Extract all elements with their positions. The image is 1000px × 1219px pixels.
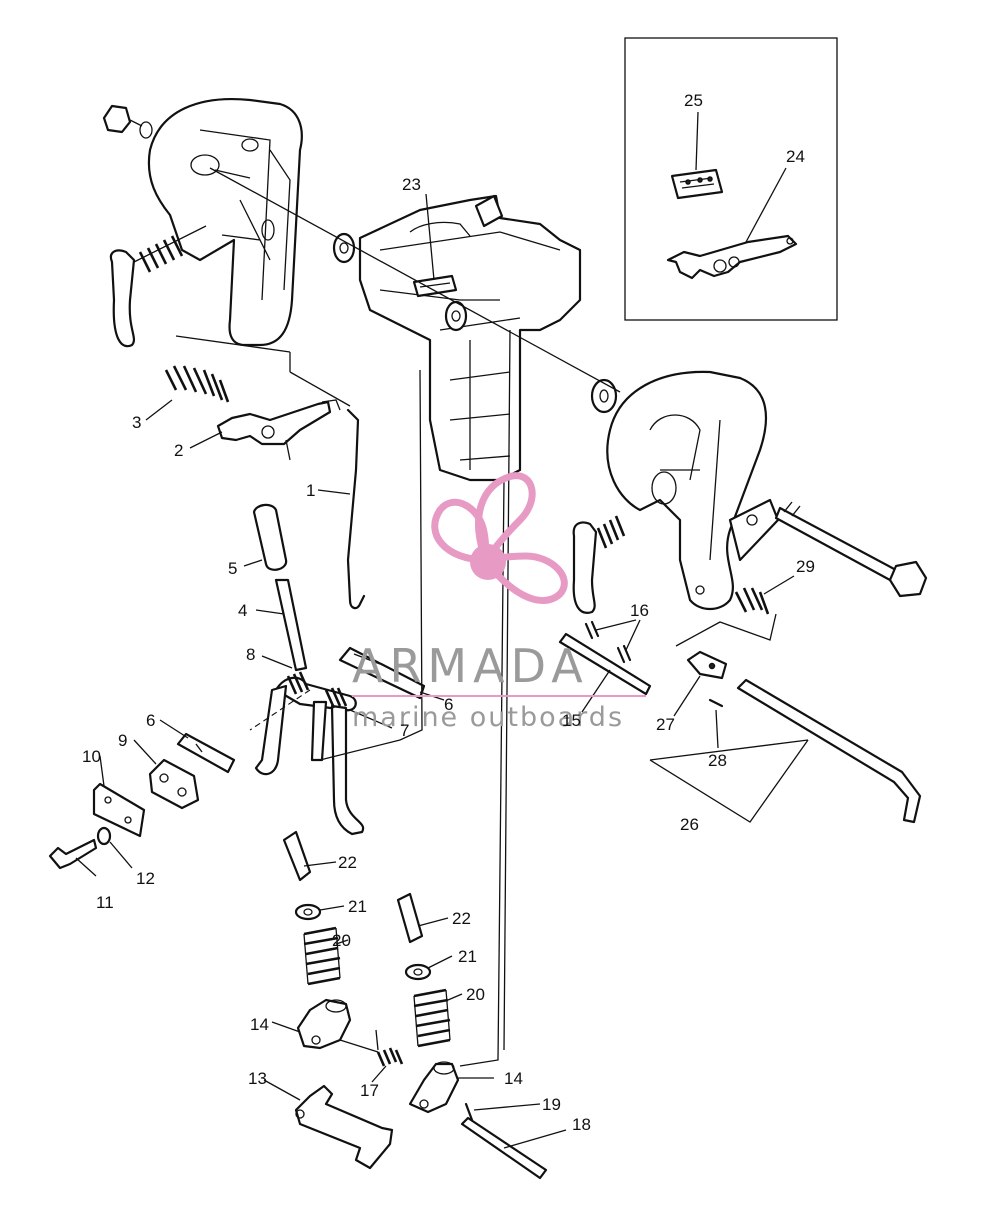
- centerline: [249, 689, 311, 731]
- label-part-20-left: 20: [332, 931, 351, 950]
- label-part-17: 17: [360, 1081, 379, 1100]
- hidden-lines-2-3: [175, 335, 351, 461]
- leader-lines: [75, 111, 795, 1149]
- label-part-6-lower: 6: [146, 711, 155, 730]
- part-5-grip: [252, 503, 288, 571]
- label-part-16: 16: [630, 601, 649, 620]
- watermark-tagline: marine outboards: [352, 702, 624, 733]
- label-part-9: 9: [118, 731, 127, 750]
- part-28-pin: [708, 698, 724, 708]
- part-29-spring: [734, 587, 770, 615]
- label-part-27: 27: [656, 715, 675, 734]
- propeller-logo: [431, 472, 568, 604]
- part-27-plate: [686, 650, 728, 680]
- clamp-screw-port: [109, 225, 207, 348]
- part-8-springs: [286, 671, 348, 709]
- part-20-spring-right: [413, 988, 451, 1048]
- part-14-bracket-right: [408, 1061, 460, 1114]
- part-21-washer-right: [404, 963, 432, 981]
- label-part-11: 11: [96, 893, 114, 912]
- label-part-12: 12: [136, 869, 155, 888]
- label-part-4: 4: [238, 601, 247, 620]
- hidden-lines-lower: [319, 329, 511, 1067]
- part-22-pin-left: [282, 830, 312, 882]
- label-part-8: 8: [246, 645, 255, 664]
- part-17-spring: [375, 1029, 404, 1067]
- part-20-spring-left: [303, 926, 341, 986]
- part-11-bolt: [48, 838, 98, 870]
- part-3-spring: [164, 365, 230, 403]
- label-part-22-left: 22: [338, 853, 357, 872]
- clamp-screw-starboard: [572, 515, 626, 614]
- through-bolt: [774, 501, 928, 598]
- clamp-bracket-port: [147, 98, 303, 347]
- inset-box: [624, 37, 838, 321]
- part-2-latch: [216, 399, 341, 446]
- part-19-pin: [464, 1102, 474, 1122]
- part-13-lever: [294, 1084, 394, 1170]
- watermark: ARMADA marine outboards: [352, 472, 646, 733]
- part-12-washer: [96, 826, 112, 846]
- label-part-7: 7: [400, 721, 409, 740]
- label-part-25: 25: [684, 91, 703, 110]
- tilt-axis-line: [209, 167, 621, 393]
- label-part-23: 23: [402, 175, 421, 194]
- part-21-washer-left: [294, 903, 322, 921]
- hidden-lines-26-29: [649, 613, 809, 823]
- label-part-14-right: 14: [504, 1069, 523, 1088]
- part-6-pin-lower: [176, 732, 236, 774]
- part-number-labels: 1 2 3 4 5 6 6 7 8 9 10 11 12 13 14 14 15…: [82, 91, 815, 1134]
- part-4-lever: [274, 578, 308, 672]
- label-part-26: 26: [680, 815, 699, 834]
- washers-center: [332, 232, 618, 414]
- part-22-pin-right: [396, 892, 424, 944]
- label-part-13: 13: [248, 1069, 267, 1088]
- label-part-1: 1: [306, 481, 315, 500]
- label-part-28: 28: [708, 751, 727, 770]
- label-part-20-right: 20: [466, 985, 485, 1004]
- clamp-bracket-starboard: [606, 370, 780, 611]
- label-part-19: 19: [542, 1095, 561, 1114]
- part-10-plate: [92, 782, 146, 838]
- part-16-clips: [584, 620, 632, 664]
- swivel-bracket: [358, 194, 582, 482]
- label-part-6-upper: 6: [444, 695, 453, 714]
- label-part-2: 2: [174, 441, 183, 460]
- label-part-29: 29: [796, 557, 815, 576]
- part-6-pin-upper: [338, 646, 426, 700]
- part-7-lever: [254, 676, 365, 836]
- part-25-plate: [670, 168, 724, 200]
- watermark-brand: ARMADA: [352, 639, 589, 693]
- part-24-lever: [666, 234, 798, 280]
- part-23-plate: [412, 274, 458, 298]
- label-part-18: 18: [572, 1115, 591, 1134]
- label-part-14-left: 14: [250, 1015, 269, 1034]
- part-26-rod: [736, 678, 922, 824]
- part-14-bracket-left: [296, 998, 352, 1050]
- label-part-5: 5: [228, 559, 237, 578]
- part-15-shaft: [558, 632, 652, 696]
- part-nut-washer: [102, 104, 153, 139]
- label-part-21-right: 21: [458, 947, 477, 966]
- label-part-3: 3: [132, 413, 141, 432]
- part-1-rod: [346, 408, 366, 610]
- label-part-22-right: 22: [452, 909, 471, 928]
- part-9-block: [148, 758, 200, 810]
- label-part-24: 24: [786, 147, 805, 166]
- label-part-15: 15: [562, 711, 581, 730]
- label-part-10: 10: [82, 747, 101, 766]
- label-part-21-left: 21: [348, 897, 367, 916]
